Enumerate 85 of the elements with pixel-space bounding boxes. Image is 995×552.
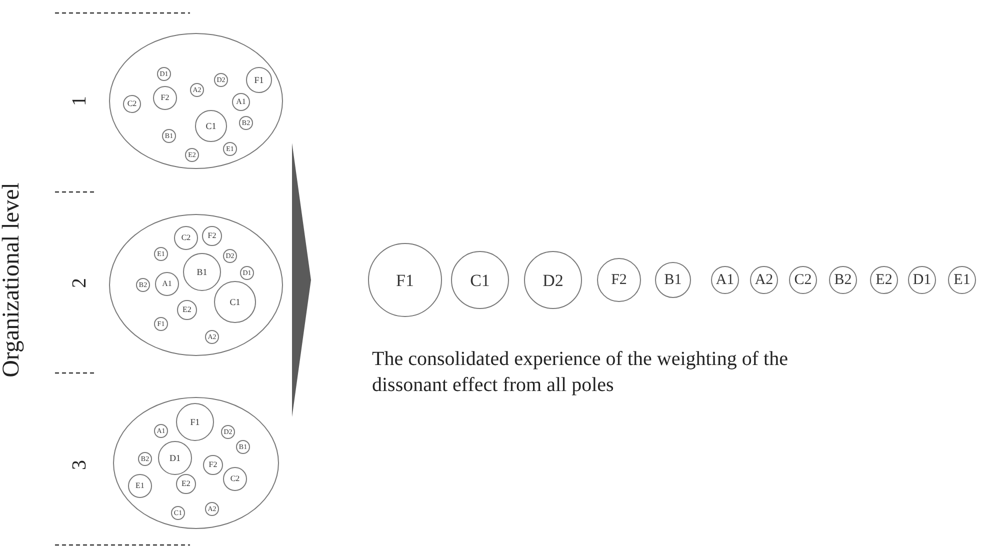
circle-node (239, 116, 253, 130)
circle-node (128, 474, 152, 498)
circle-node (232, 93, 250, 111)
circle-label: C2 (181, 234, 191, 242)
ellipse-node (109, 33, 283, 169)
circle-node (223, 142, 237, 156)
circle-label: B2 (834, 272, 852, 288)
circle-node (158, 441, 192, 475)
circle-label: C2 (230, 475, 240, 483)
circle-node (205, 502, 219, 516)
level-number: 2 (68, 278, 92, 288)
circle-node (154, 317, 168, 331)
circle-node (176, 474, 196, 494)
circle-label: A2 (754, 272, 774, 288)
circle-node (221, 425, 235, 439)
ellipse-node (109, 214, 283, 356)
circle-label: E2 (876, 272, 892, 288)
circle-node (138, 452, 152, 466)
circle-node (157, 67, 171, 81)
circle-label: F2 (208, 232, 216, 240)
circle-node (162, 129, 176, 143)
circle-label: E2 (182, 480, 190, 488)
circle-label: C1 (206, 122, 216, 130)
circle-node (205, 330, 219, 344)
level-number: 1 (68, 96, 92, 106)
caption-text: The consolidated experience of the weighting of the dissonant effect from all poles (372, 347, 789, 398)
circle-label: C2 (794, 272, 812, 288)
circle-label: B1 (664, 272, 682, 288)
circle-node (195, 110, 227, 142)
circle-node (154, 247, 168, 261)
circle-node (154, 424, 168, 438)
circle-label: A1 (162, 280, 172, 288)
circle-node (948, 266, 976, 294)
circle-label: F2 (611, 272, 627, 288)
circle-label: C2 (127, 100, 137, 108)
circle-label: E2 (182, 306, 192, 314)
circle-label: D1 (912, 272, 932, 288)
circle-node (870, 266, 898, 294)
circle-node (524, 251, 582, 309)
circle-label: A1 (236, 98, 246, 106)
circle-node (711, 266, 739, 294)
circle-node (368, 243, 442, 317)
circle-node (190, 83, 204, 97)
circle-node (202, 226, 222, 246)
circle-node (223, 249, 237, 263)
circle-node (176, 403, 214, 441)
circle-node (750, 266, 778, 294)
circle-node (214, 281, 256, 323)
circle-label: D1 (170, 454, 180, 462)
circle-node (655, 262, 691, 298)
circle-label: E1 (954, 272, 970, 288)
level-number: 3 (68, 460, 92, 470)
circle-node (597, 258, 641, 302)
circle-node (829, 266, 857, 294)
circle-node (908, 266, 936, 294)
circle-node (136, 278, 150, 292)
circle-node (177, 300, 197, 320)
circle-node (451, 251, 509, 309)
circle-label: F2 (208, 461, 218, 469)
circle-label: D2 (542, 272, 564, 288)
circle-node (214, 73, 228, 87)
circle-node (153, 86, 177, 110)
axis-title: Organizational level (0, 182, 26, 378)
circle-label: C1 (470, 272, 490, 288)
circle-node (183, 253, 221, 291)
circle-label: E1 (136, 482, 144, 490)
circle-node (123, 95, 141, 113)
circle-node (155, 272, 179, 296)
circle-node (223, 467, 247, 491)
circle-node (203, 455, 223, 475)
circle-label: F1 (254, 76, 264, 84)
circle-node (789, 266, 817, 294)
circle-node (240, 266, 254, 280)
circle-label: C1 (230, 298, 240, 306)
circle-label: A1 (716, 272, 734, 288)
circle-node (236, 440, 250, 454)
circle-node (246, 67, 272, 93)
circle-node (174, 226, 198, 250)
circle-label: F2 (160, 94, 170, 102)
ellipse-node (113, 397, 279, 529)
circle-label: B1 (196, 268, 208, 276)
circle-label: F1 (190, 418, 200, 426)
circle-node (185, 148, 199, 162)
circle-label: F1 (396, 272, 414, 288)
circle-node (171, 506, 185, 520)
